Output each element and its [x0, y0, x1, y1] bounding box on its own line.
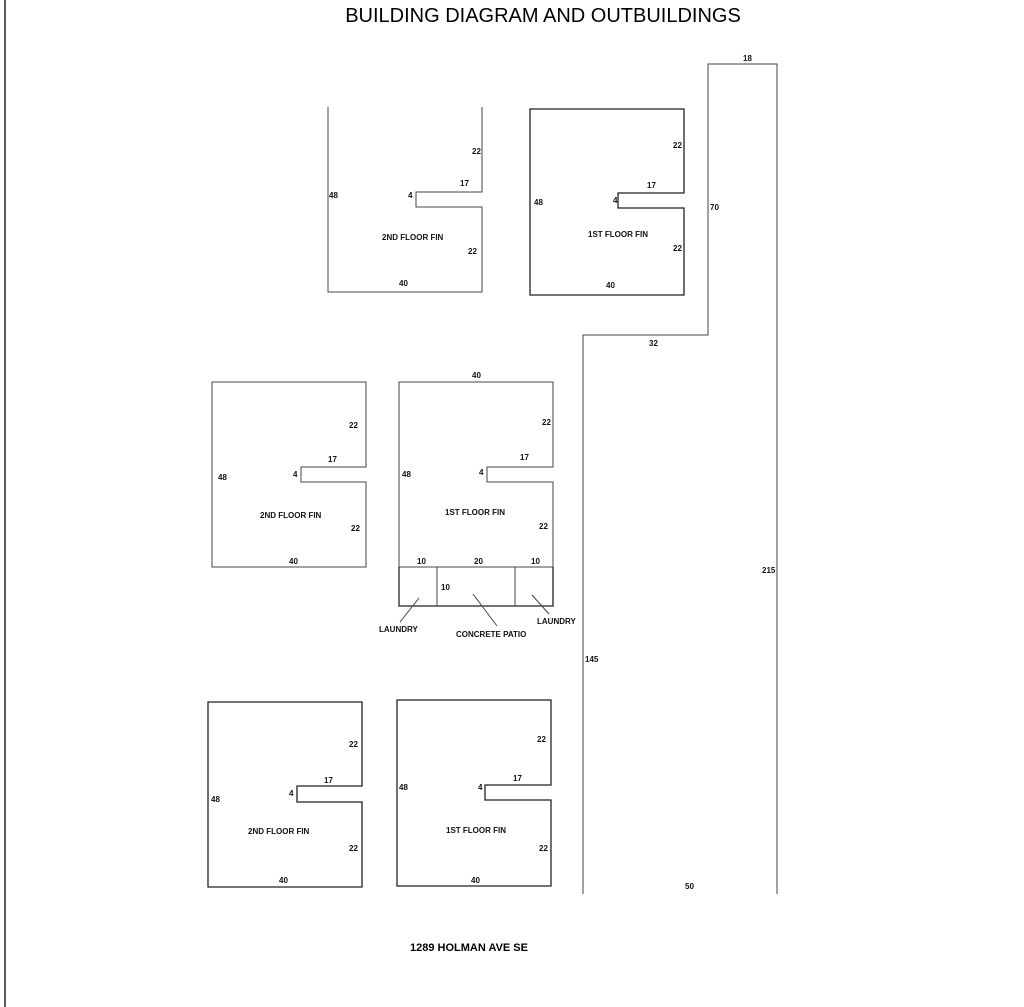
dim-left: 48 — [534, 198, 543, 207]
building-6: 48 22 17 4 22 40 1ST FLOOR FIN — [396, 699, 552, 887]
lot-dim-bottom: 50 — [685, 882, 694, 891]
dim-lower-right: 22 — [349, 844, 358, 853]
dim-left: 48 — [211, 795, 220, 804]
building-4: 40 48 22 17 4 22 1ST FLOOR FIN — [398, 371, 554, 568]
patio-dim-1: 10 — [417, 557, 426, 566]
building-1: 48 22 17 4 22 40 2ND FLOOR FIN — [327, 107, 483, 293]
floor-label: 2ND FLOOR FIN — [248, 827, 310, 836]
dim-notch-width: 4 — [408, 191, 413, 200]
dim-left: 48 — [329, 191, 338, 200]
concrete-patio-label: CONCRETE PATIO — [456, 630, 526, 639]
building-2: 48 22 17 4 22 40 1ST FLOOR FIN — [529, 108, 685, 296]
dim-lower-right: 22 — [539, 522, 548, 531]
dim-notch-length: 17 — [328, 455, 337, 464]
dim-notch-width: 4 — [479, 468, 484, 477]
lot-dim-top: 18 — [743, 54, 752, 63]
dim-bottom: 40 — [471, 876, 480, 885]
dim-bottom: 40 — [606, 281, 615, 290]
lot-outline: 18 70 32 215 145 50 — [582, 54, 778, 894]
dim-upper-right: 22 — [542, 418, 551, 427]
dim-upper-right: 22 — [349, 740, 358, 749]
dim-notch-width: 4 — [289, 789, 294, 798]
dim-notch-length: 17 — [513, 774, 522, 783]
property-address: 1289 HOLMAN AVE SE — [410, 942, 528, 954]
dim-upper-right: 22 — [537, 735, 546, 744]
building-3: 48 22 17 4 22 40 2ND FLOOR FIN — [211, 381, 367, 568]
floor-label: 2ND FLOOR FIN — [260, 511, 322, 520]
dim-lower-right: 22 — [351, 524, 360, 533]
dim-lower-right: 22 — [468, 247, 477, 256]
lot-dim-step: 32 — [649, 339, 658, 348]
dim-notch-width: 4 — [293, 470, 298, 479]
dim-notch-length: 17 — [324, 776, 333, 785]
dim-upper-right: 22 — [349, 421, 358, 430]
building-5: 48 22 17 4 22 40 2ND FLOOR FIN — [207, 701, 363, 888]
laundry-label-left: LAUNDRY — [379, 625, 418, 634]
dim-notch-length: 17 — [460, 179, 469, 188]
patio-dim-3: 10 — [531, 557, 540, 566]
laundry-label-right: LAUNDRY — [537, 617, 576, 626]
patio: 10 20 10 10 LAUNDRY CONCRETE PATIO LAUND… — [379, 557, 576, 639]
dim-left: 48 — [218, 473, 227, 482]
dim-lower-right: 22 — [539, 844, 548, 853]
dim-upper-right: 22 — [673, 141, 682, 150]
lot-dim-left: 145 — [585, 655, 599, 664]
dim-notch-length: 17 — [520, 453, 529, 462]
dim-bottom: 40 — [279, 876, 288, 885]
dim-top: 40 — [472, 371, 481, 380]
dim-bottom: 40 — [399, 279, 408, 288]
diagram-title: BUILDING DIAGRAM AND OUTBUILDINGS — [345, 5, 741, 27]
dim-upper-right: 22 — [472, 147, 481, 156]
dim-lower-right: 22 — [673, 244, 682, 253]
floor-label: 2ND FLOOR FIN — [382, 233, 444, 242]
dim-notch-width: 4 — [613, 196, 618, 205]
lot-dim-upper-side: 70 — [710, 203, 719, 212]
dim-bottom: 40 — [289, 557, 298, 566]
dim-left: 48 — [399, 783, 408, 792]
patio-depth: 10 — [441, 583, 450, 592]
lot-dim-right: 215 — [762, 566, 776, 575]
dim-left: 48 — [402, 470, 411, 479]
floor-label: 1ST FLOOR FIN — [588, 230, 648, 239]
floor-label: 1ST FLOOR FIN — [445, 508, 505, 517]
dim-notch-length: 17 — [647, 181, 656, 190]
dim-notch-width: 4 — [478, 783, 483, 792]
floor-label: 1ST FLOOR FIN — [446, 826, 506, 835]
patio-dim-2: 20 — [474, 557, 483, 566]
